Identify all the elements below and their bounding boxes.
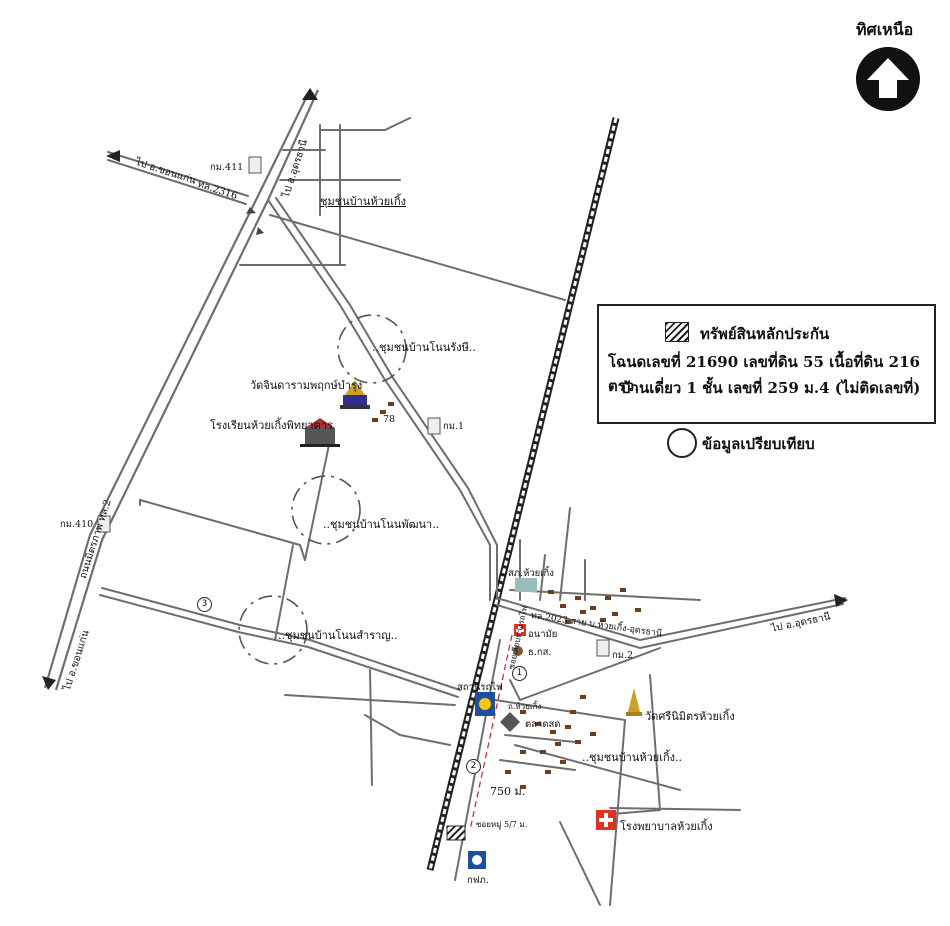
km1-label: กม.1 [443,421,465,432]
wat-sri-label: วัดศรีนิมิตรห้วยเกิ้ง [645,710,735,723]
km411-label: กม.411 [210,162,244,173]
community-nonrangsi-label: ..ชุมชนบ้านโนนรังษี.. [372,341,476,354]
community-huaikueng-label: ชุมชนบ้านห้วยเกิ้ง [320,195,407,208]
soi-57-label: ซอยหมู่ 5/7 ม. [476,820,528,829]
km2-label: กม.2 [612,650,634,661]
house-cluster [372,402,641,789]
community-nonsamran-label: ..ชุมชนบ้านโนนสำราญ.. [278,629,398,642]
legend-house: บ้านเดี่ยว 1 ชั้น เลขที่ 259 ม.4 (ไม่ติด… [621,379,921,397]
school-icon [300,418,340,447]
railway [426,117,620,871]
legend-comparison: ข้อมูลเปรียบเทียบ [702,435,815,453]
temple-icon [340,380,370,409]
arrow-south [42,676,56,690]
road-2316 [107,151,249,205]
market-icon [500,712,520,732]
school-label: โรงเรียนห้วยเกิ้งพิทยาคาร [210,419,334,432]
pagoda-icon [626,688,642,716]
hospital-icon [596,810,616,830]
km410-label: กม.410 [60,519,94,530]
highway-mittraphap [43,89,320,691]
community-circle-nonrangsi [337,314,407,384]
bank-label: ธ.กส. [528,647,552,658]
north-arrow-icon [856,47,920,111]
legend-box [597,304,936,424]
community-circle-nonsamran [238,595,308,665]
health-label: อนามัย [528,629,558,640]
community-nonphatthana-label: ..ชุมชนบ้านโนนพัฒนา.. [323,518,440,531]
pea-icon [468,851,486,869]
health-icon [514,624,526,636]
station-label: สถานีรถไฟ [457,682,503,693]
police-label: สภ.ห้วยเกิ้ง [508,568,554,579]
collateral-hatch-icon [665,322,689,342]
western-roads [99,439,461,786]
legend-deed: โฉนดเลขที่ 21690 เลขที่ดิน 55 เนื้อที่ดิ… [608,353,920,395]
community-huaikueng2-label: ..ชุมชนบ้านห้วยเกิ้ง.. [582,751,683,764]
pea-label: กฟภ. [467,875,489,886]
junction-mark [246,207,256,214]
wat-jindaram-label: วัดจินดารามพฤกษ์บำรุง [250,379,363,392]
arrow-west [106,150,120,162]
community-circle-nonphatthana [291,475,361,545]
collateral-property [446,825,466,841]
market-label: ตลาดสด [525,719,561,730]
road-78-label: 78 [383,414,396,425]
legend-collateral: ทรัพย์สินหลักประกัน [700,325,830,343]
comparison-circle-icon [667,428,697,458]
office-icon [515,578,537,592]
comparison-marker-2: 2 [466,759,481,774]
route-line [469,634,513,831]
distance-label: 750 ม. [490,785,526,798]
comparison-marker-3: 3 [197,597,212,612]
station-icon [475,692,495,716]
km-post-icon [97,156,610,657]
arrow-east [834,594,848,607]
north-label: ทิศเหนือ [856,20,914,39]
comparison-marker-1: 1 [512,666,527,681]
arrow-north [302,88,318,100]
junction-mark [256,227,264,235]
soi-small-label: ถ.ห้วยเกิ้ง [508,702,542,711]
northern-roads [239,117,566,301]
bank-icon [513,646,523,656]
hospital-label: โรงพยาบาลห้วยเกิ้ง [620,820,713,833]
town-road [267,197,498,601]
